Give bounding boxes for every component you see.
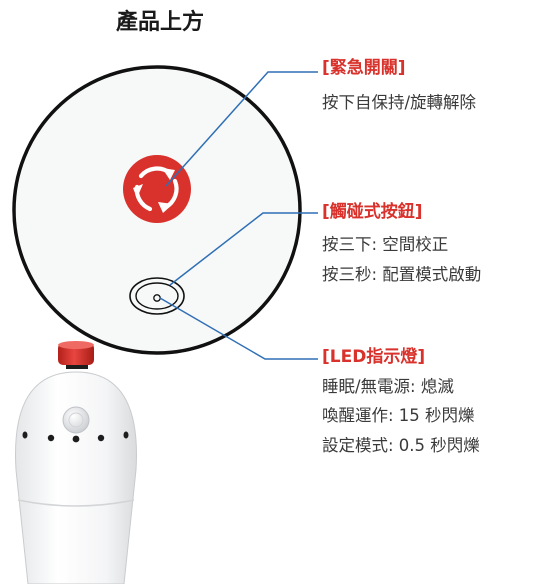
callout-line: 睡眠/無電源: 熄滅: [322, 377, 454, 396]
callout-heading-touch: [觸碰式按鈕]: [322, 201, 423, 222]
device-red-cap: [58, 343, 94, 365]
device-vent-holes: [22, 431, 129, 443]
callout-heading-led: [LED指示燈]: [322, 346, 425, 367]
callout-heading-emergency: [緊急開關]: [322, 57, 406, 78]
callout-line: 按三秒: 配置模式啟動: [322, 265, 481, 284]
emergency-switch-cap: [123, 155, 191, 223]
leader-line-led: [159, 297, 318, 360]
device-illustration: [15, 341, 137, 584]
callout-line: 按三下: 空間校正: [322, 235, 448, 254]
leader-line-touch: [169, 212, 318, 286]
oval-button-icon: [129, 277, 185, 315]
callout-line: 設定模式: 0.5 秒閃爍: [322, 436, 480, 455]
callout-line: 按下自保持/旋轉解除: [322, 93, 477, 112]
device-motion-sensor: [62, 406, 90, 434]
diagram-title: 產品上方: [116, 9, 204, 35]
leader-line-emergency: [165, 71, 318, 187]
callout-line: 喚醒運作: 15 秒閃爍: [322, 406, 475, 425]
emergency-switch: [123, 155, 191, 223]
device-body: [15, 371, 137, 584]
